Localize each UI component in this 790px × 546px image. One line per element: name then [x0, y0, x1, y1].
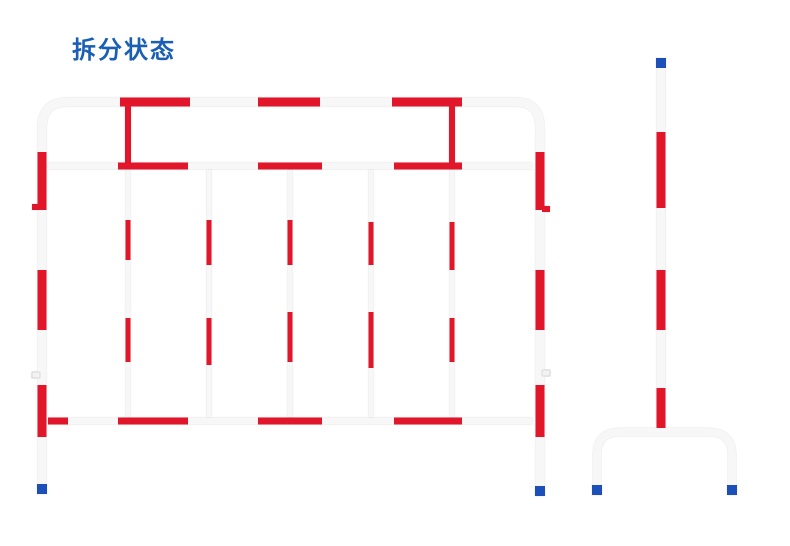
caption-title: 拆分状态 [72, 36, 176, 64]
support-post [592, 58, 737, 495]
left-foot-cap [37, 484, 47, 494]
base-left-cap [592, 485, 602, 495]
vertical-bars [125, 170, 455, 417]
right-foot-cap [535, 486, 545, 496]
base-right-cap [727, 485, 737, 495]
post-top-cap [656, 58, 666, 68]
fence-panel [31, 97, 551, 496]
post-base [593, 428, 736, 490]
